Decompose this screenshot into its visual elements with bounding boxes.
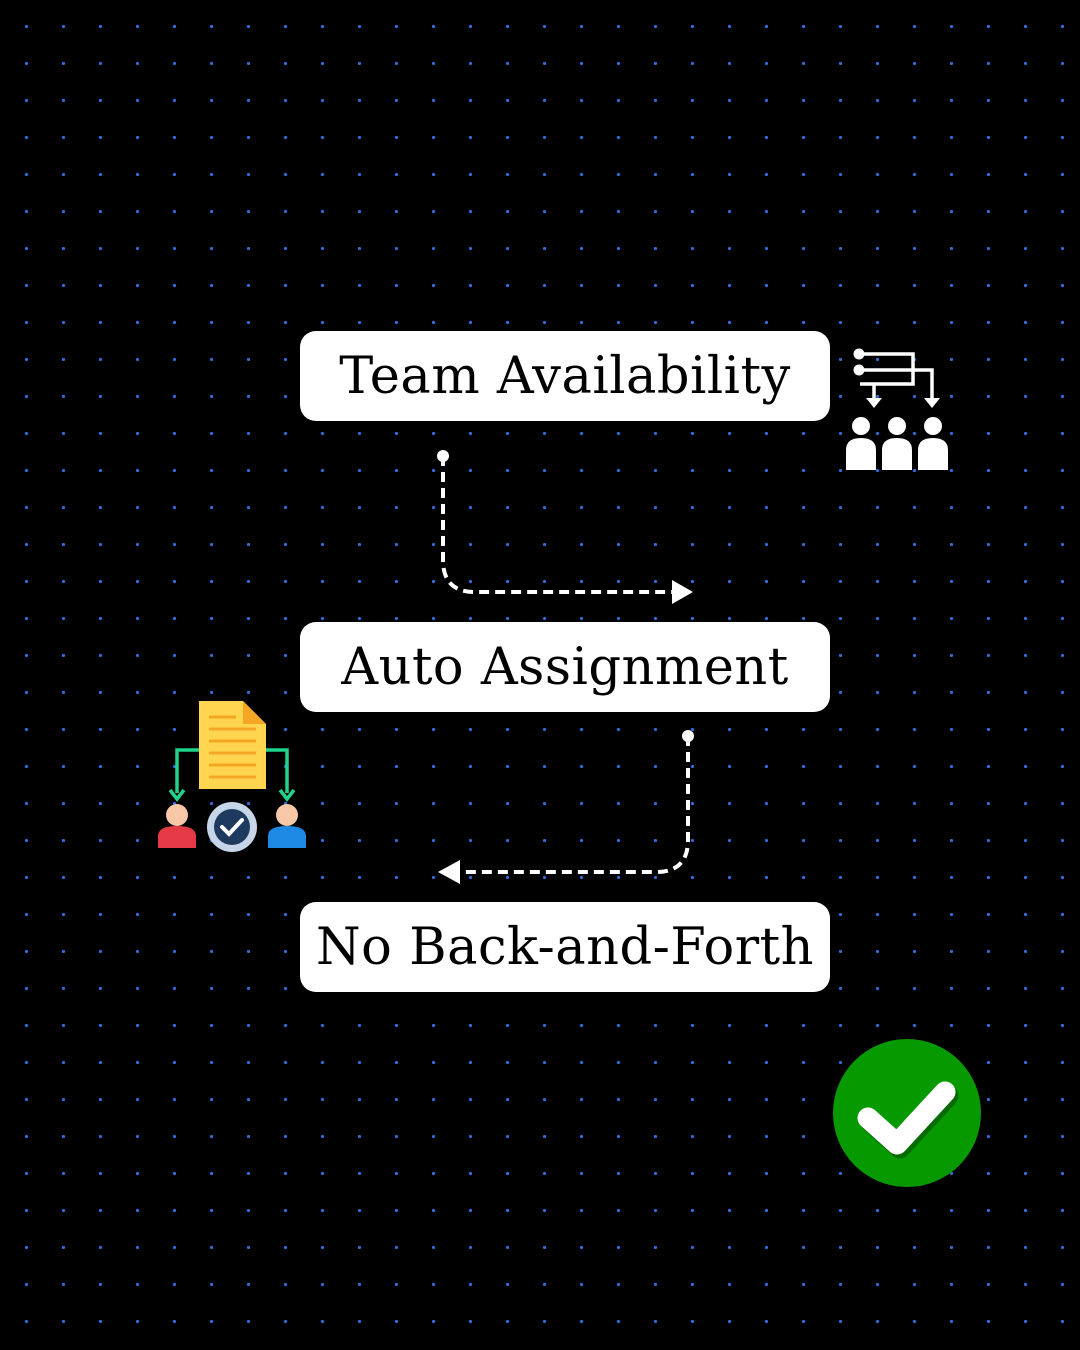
connector-1 xyxy=(437,450,693,604)
step-label: Team Availability xyxy=(339,346,791,406)
step-label: No Back-and-Forth xyxy=(316,917,814,977)
step-label: Auto Assignment xyxy=(341,637,789,697)
step-team-availability: Team Availability xyxy=(300,331,830,421)
connector-2 xyxy=(438,730,694,884)
step-no-back-and-forth: No Back-and-Forth xyxy=(300,902,830,992)
step-auto-assignment: Auto Assignment xyxy=(300,622,830,712)
